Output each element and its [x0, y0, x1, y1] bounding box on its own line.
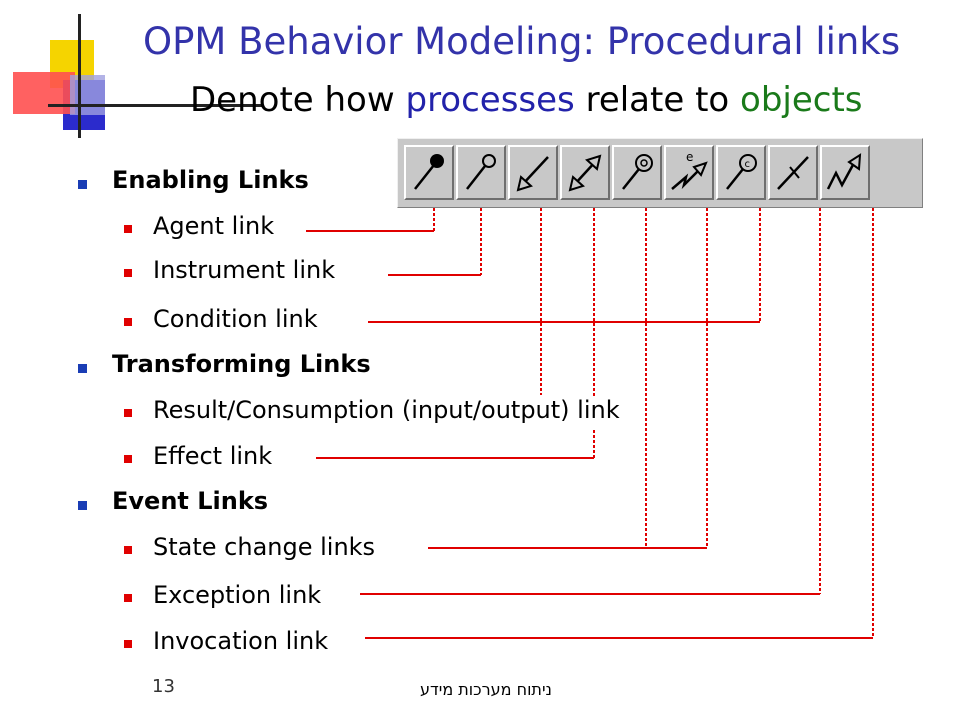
- subtitle-processes: processes: [405, 80, 575, 120]
- bullet: [124, 269, 132, 277]
- bullet: [124, 409, 132, 417]
- item-instrument-link: Instrument link: [153, 256, 336, 284]
- agent-link-button[interactable]: [404, 145, 454, 200]
- event-link-button[interactable]: e: [664, 145, 714, 200]
- item-invocation-link: Invocation link: [153, 627, 329, 655]
- subtitle-objects: objects: [740, 80, 863, 120]
- bullet: [78, 180, 87, 189]
- bullet: [124, 455, 132, 463]
- bullet: [124, 225, 132, 233]
- heading-event-links: Event Links: [112, 487, 269, 515]
- condition-link-button[interactable]: c: [716, 145, 766, 200]
- slide-subtitle: Denote how processes relate to objects: [190, 80, 863, 120]
- heading-enabling-links: Enabling Links: [112, 166, 309, 194]
- consumption-link-button[interactable]: [508, 145, 558, 200]
- svg-text:c: c: [745, 159, 751, 170]
- heading-transforming-links: Transforming Links: [112, 350, 371, 378]
- item-condition-link: Condition link: [153, 305, 318, 333]
- page-number: 13: [152, 676, 175, 697]
- instrument-link-button[interactable]: [456, 145, 506, 200]
- svg-text:e: e: [686, 150, 693, 164]
- item-state-change-links: State change links: [153, 533, 376, 561]
- invocation-link-button[interactable]: [820, 145, 870, 200]
- bullet: [124, 546, 132, 554]
- bullet: [124, 640, 132, 648]
- effect-link-button[interactable]: [560, 145, 610, 200]
- item-result-consumption-link: Result/Consumption (input/output) link: [153, 396, 620, 424]
- bullet: [124, 594, 132, 602]
- bullet: [124, 318, 132, 326]
- footer-text: ניתוח מערכות מידע: [420, 680, 552, 699]
- bullet: [78, 501, 87, 510]
- event-link-icon: e: [671, 150, 708, 190]
- invocation-link-icon: [826, 153, 862, 190]
- subtitle-text-2: relate to: [574, 80, 741, 120]
- subtitle-text: Denote how: [190, 80, 406, 120]
- item-effect-link: Effect link: [153, 442, 273, 470]
- link-toolbar: e c: [397, 138, 923, 208]
- state-link-icon: [622, 154, 653, 190]
- state-link-button[interactable]: [612, 145, 662, 200]
- condition-link-icon: c: [726, 154, 757, 190]
- slide-title: OPM Behavior Modeling: Procedural links: [143, 20, 901, 63]
- exception-link-button[interactable]: [768, 145, 818, 200]
- bullet: [78, 364, 87, 373]
- exception-link-icon: [777, 156, 809, 190]
- agent-link-icon: [414, 154, 444, 190]
- item-exception-link: Exception link: [153, 581, 322, 609]
- consumption-link-icon: [516, 156, 549, 192]
- item-agent-link: Agent link: [153, 212, 275, 240]
- instrument-link-icon: [466, 154, 496, 190]
- corner-decoration: [0, 0, 263, 140]
- effect-link-icon: [568, 154, 602, 192]
